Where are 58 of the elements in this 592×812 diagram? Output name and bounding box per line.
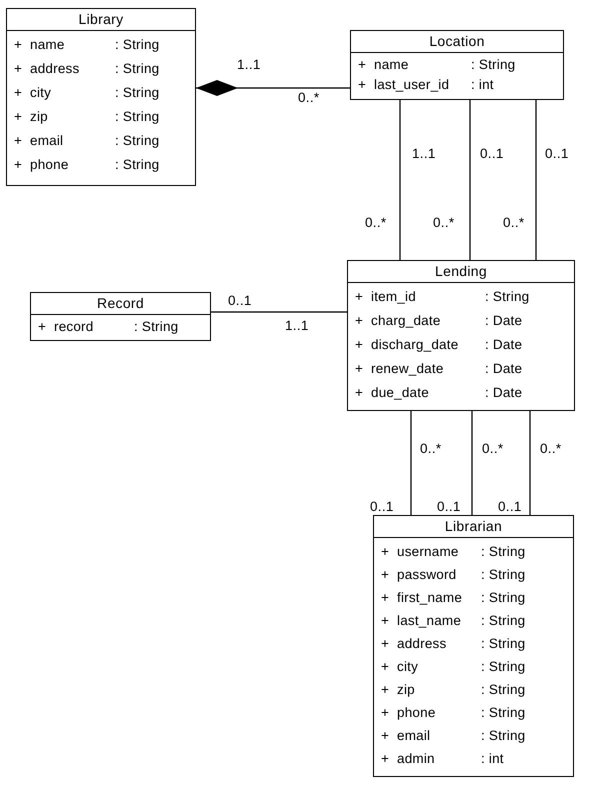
multiplicity-label: 0..* xyxy=(433,215,454,230)
multiplicity-label: 0..* xyxy=(482,441,504,456)
attribute: + item_id : String xyxy=(354,288,530,306)
association-line xyxy=(529,411,531,515)
attribute: + admin : int xyxy=(380,750,505,768)
attribute: + due_date : Date xyxy=(354,384,524,402)
multiplicity-label: 0..1 xyxy=(498,499,522,514)
class-name: Record xyxy=(31,293,210,315)
class-box xyxy=(347,260,575,411)
class-name: Librarian xyxy=(374,516,573,538)
multiplicity-label: 0..* xyxy=(420,441,442,456)
multiplicity-label: 0..1 xyxy=(228,293,252,308)
class-box xyxy=(350,30,564,100)
attribute: + password : String xyxy=(380,566,526,584)
attribute: + username : String xyxy=(380,543,526,561)
multiplicity-label: 1..1 xyxy=(412,146,436,161)
class-name: Location xyxy=(351,31,563,53)
attribute: + email : String xyxy=(13,132,160,150)
attribute: + name : String xyxy=(13,36,160,54)
attribute: + city : String xyxy=(13,84,160,102)
multiplicity-label: 0..* xyxy=(365,215,386,230)
multiplicity-label: 0..* xyxy=(503,215,524,230)
class-box xyxy=(30,292,211,341)
attribute: + zip : String xyxy=(380,681,526,699)
attribute: + zip : String xyxy=(13,108,160,126)
multiplicity-label: 0..1 xyxy=(480,146,504,161)
class-name: Lending xyxy=(348,261,574,283)
multiplicity-label: 1..1 xyxy=(285,318,309,333)
attribute: + first_name : String xyxy=(380,589,526,607)
association-line xyxy=(535,100,537,260)
multiplicity-label: 0..1 xyxy=(370,499,394,514)
association-line xyxy=(410,411,412,515)
composition-line xyxy=(196,80,350,96)
attribute: + name : String xyxy=(357,56,516,74)
class-box xyxy=(6,8,196,186)
attribute: + phone : String xyxy=(13,156,160,174)
attribute: + renew_date : Date xyxy=(354,360,524,378)
attribute: + discharg_date : Date xyxy=(354,336,524,354)
attribute: + record : String xyxy=(37,318,180,336)
attribute: + address : String xyxy=(13,60,160,78)
multiplicity-label: 0..1 xyxy=(437,499,461,514)
multiplicity-label: 1..1 xyxy=(237,57,261,72)
multiplicity-label: 0..1 xyxy=(545,146,569,161)
association-line xyxy=(399,100,401,260)
association-line xyxy=(469,100,471,260)
attribute: + phone : String xyxy=(380,704,526,722)
class-name: Library xyxy=(7,9,195,31)
multiplicity-label: 0..* xyxy=(540,441,562,456)
attribute: + email : String xyxy=(380,727,526,745)
attribute: + address : String xyxy=(380,635,526,653)
class-box xyxy=(373,515,574,777)
multiplicity-label: 0..* xyxy=(298,90,320,105)
association-line xyxy=(211,311,347,313)
association-line xyxy=(471,411,473,515)
attribute: + last_user_id : int xyxy=(357,76,495,94)
attribute: + last_name : String xyxy=(380,612,526,630)
attribute: + city : String xyxy=(380,658,526,676)
attribute: + charg_date : Date xyxy=(354,312,524,330)
